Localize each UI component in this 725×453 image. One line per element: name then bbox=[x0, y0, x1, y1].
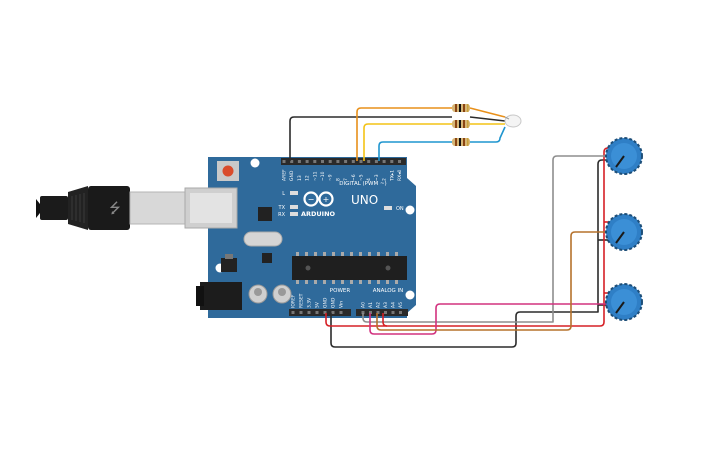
board-l-label: L bbox=[282, 191, 285, 197]
pin-socket[interactable] bbox=[297, 160, 301, 163]
analog-header-label: ANALOG IN bbox=[373, 288, 404, 294]
wire-gnd-pots[interactable] bbox=[330, 159, 612, 348]
pin-label: TX▸1 bbox=[389, 170, 395, 182]
pin-socket[interactable] bbox=[367, 160, 371, 163]
pin-label: GND bbox=[331, 297, 337, 308]
pin-label: 12 bbox=[305, 175, 311, 181]
pin-socket[interactable] bbox=[374, 160, 378, 163]
board-rx-label: RX bbox=[278, 212, 285, 218]
pin-socket[interactable] bbox=[351, 160, 355, 163]
pin-label: AREF bbox=[282, 169, 288, 181]
resistor-1[interactable] bbox=[452, 104, 470, 112]
pin-label: ~5 bbox=[359, 174, 365, 181]
power-header-label: POWER bbox=[330, 288, 351, 294]
pin-label: GND bbox=[289, 170, 295, 181]
pin-socket[interactable] bbox=[384, 311, 387, 314]
pin-label: 8 bbox=[335, 178, 341, 181]
digital-header-label: DIGITAL (PWM ~) bbox=[339, 181, 386, 187]
wire-a1-pot3[interactable] bbox=[369, 303, 610, 335]
wire-blue-pin3[interactable] bbox=[378, 141, 452, 161]
pin-socket[interactable] bbox=[336, 160, 340, 163]
pin-socket[interactable] bbox=[344, 160, 348, 163]
pin-socket[interactable] bbox=[359, 160, 363, 163]
pin-socket[interactable] bbox=[282, 160, 286, 163]
pin-socket[interactable] bbox=[328, 160, 332, 163]
pin-socket[interactable] bbox=[376, 311, 380, 314]
arduino-logo: − + bbox=[303, 191, 334, 207]
pin-label: A2 bbox=[376, 302, 382, 308]
pin-socket[interactable] bbox=[291, 311, 295, 314]
svg-text:+: + bbox=[323, 195, 330, 204]
pin-socket[interactable] bbox=[290, 160, 294, 163]
pin-label: A1 bbox=[368, 302, 374, 308]
pin-socket[interactable] bbox=[391, 311, 395, 314]
pin-label: ~3 bbox=[374, 174, 380, 181]
wire-a0-pot1[interactable] bbox=[362, 155, 612, 323]
pin-label: ~9 bbox=[328, 174, 334, 181]
pin-socket[interactable] bbox=[323, 311, 327, 314]
pin-label: ~6 bbox=[351, 174, 357, 181]
pin-label: ~10 bbox=[320, 171, 326, 181]
resistor-3[interactable] bbox=[452, 138, 470, 146]
board-model-text: UNO bbox=[351, 193, 378, 207]
pin-label: A4 bbox=[391, 302, 397, 308]
analog-header[interactable] bbox=[356, 309, 408, 316]
rgb-led[interactable] bbox=[504, 114, 522, 128]
pin-label: 2 bbox=[382, 178, 388, 181]
pin-label: Vin bbox=[339, 301, 345, 308]
wire-orange-pin6[interactable] bbox=[356, 107, 452, 161]
wire-yellow-pin5[interactable] bbox=[363, 123, 452, 161]
pin-label: A3 bbox=[383, 302, 389, 308]
usb-icon: ⭍ bbox=[109, 201, 121, 217]
pin-socket[interactable] bbox=[315, 311, 319, 314]
digital-header[interactable] bbox=[281, 158, 406, 165]
wire-gnd-led[interactable] bbox=[289, 116, 452, 161]
potentiometer-1[interactable] bbox=[605, 137, 643, 175]
pin-socket[interactable] bbox=[305, 160, 309, 163]
pin-label: ~11 bbox=[312, 171, 318, 181]
board-logo-text: ARDUINO bbox=[301, 210, 336, 218]
pin-label: 4 bbox=[366, 178, 372, 181]
pin-socket[interactable] bbox=[369, 311, 372, 314]
pin-socket[interactable] bbox=[361, 311, 365, 314]
pin-label: IOREF bbox=[291, 294, 297, 308]
pin-socket[interactable] bbox=[390, 160, 394, 163]
potentiometer-3[interactable] bbox=[605, 283, 643, 321]
pin-label: A0 bbox=[361, 302, 367, 308]
resistor-2[interactable] bbox=[452, 120, 470, 128]
pin-socket[interactable] bbox=[321, 160, 324, 163]
board-on-label: ON bbox=[396, 206, 404, 212]
pin-label: 13 bbox=[297, 175, 303, 181]
arduino-uno-board[interactable]: L TX RX ON − + ARDUINO UNO DIGITAL (PWM … bbox=[184, 157, 416, 318]
reset-button[interactable] bbox=[217, 161, 239, 181]
pin-socket[interactable] bbox=[398, 160, 401, 163]
pin-socket[interactable] bbox=[313, 160, 317, 163]
pin-socket[interactable] bbox=[382, 160, 386, 163]
pin-label: GND bbox=[323, 297, 329, 308]
potentiometer-2[interactable] bbox=[605, 213, 643, 251]
pin-socket[interactable] bbox=[307, 311, 311, 314]
wire-5v-pots[interactable] bbox=[325, 147, 612, 327]
power-header[interactable] bbox=[289, 309, 351, 316]
pin-label: RX◂0 bbox=[397, 170, 403, 181]
pin-socket[interactable] bbox=[331, 311, 335, 314]
pin-label: A5 bbox=[398, 302, 404, 308]
pin-socket[interactable] bbox=[339, 311, 343, 314]
pin-label: RESET bbox=[299, 293, 305, 308]
pin-socket[interactable] bbox=[299, 311, 303, 314]
svg-text:−: − bbox=[308, 195, 315, 204]
pin-label: 5V bbox=[315, 301, 321, 308]
board-tx-label: TX bbox=[278, 205, 286, 211]
pin-socket[interactable] bbox=[399, 311, 402, 314]
pin-label: 7 bbox=[343, 178, 349, 181]
pin-label: 3.3V bbox=[307, 297, 313, 308]
wire-a2-pot2[interactable] bbox=[376, 231, 610, 331]
